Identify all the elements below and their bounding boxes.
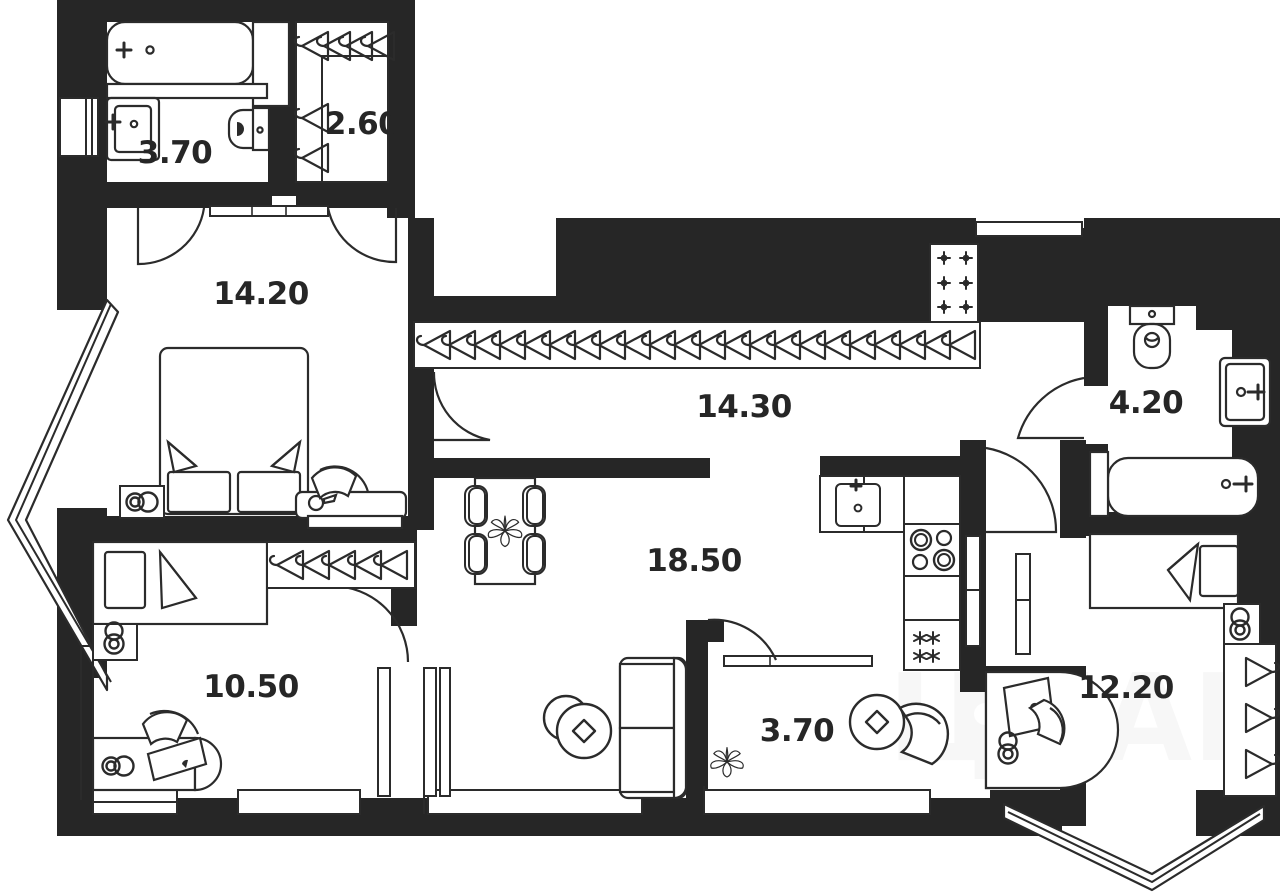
kitchen-units (819, 475, 961, 671)
shoe-cabinet (929, 243, 979, 323)
kitchen-glass-panel (965, 535, 981, 647)
entry-sill (209, 205, 329, 217)
wc-fixtures (710, 693, 949, 778)
glass-panels (377, 667, 451, 797)
master-bed (158, 346, 310, 516)
sofa (618, 656, 688, 800)
bathroom-main-fixtures (104, 20, 291, 162)
door-swings (136, 207, 1085, 663)
bedroom-12-20-nightstand (1223, 603, 1261, 645)
dining-set (464, 476, 546, 586)
bedroom-12-20-bed (1088, 532, 1240, 610)
bath-window-left (59, 97, 99, 157)
desk-accessory-icon (307, 493, 338, 512)
radiator (1015, 553, 1031, 655)
bedroom-10-50-desk (91, 709, 223, 792)
wc-armchair (898, 702, 949, 766)
hall-wardrobe-strip (413, 321, 981, 369)
bedroom-10-50-wardrobe (266, 541, 416, 589)
wardrobe-2-60 (293, 21, 396, 183)
fridge-snowflake-icon (913, 631, 940, 663)
bedroom-10-50-bed (91, 540, 269, 626)
bedroom-12-20-desk (984, 670, 1120, 790)
bay-window-right-bottom (1002, 802, 1266, 892)
bedroom-12-20-wardrobe (1223, 643, 1280, 797)
hall-window-top (975, 221, 1083, 237)
windows (92, 789, 931, 815)
wc-flower-icon (710, 746, 744, 778)
coffee-table-icon (542, 694, 613, 760)
wc-door-sill (723, 655, 873, 667)
bay-window-left (6, 298, 120, 692)
bathroom-4-20-fixtures (1088, 304, 1272, 518)
